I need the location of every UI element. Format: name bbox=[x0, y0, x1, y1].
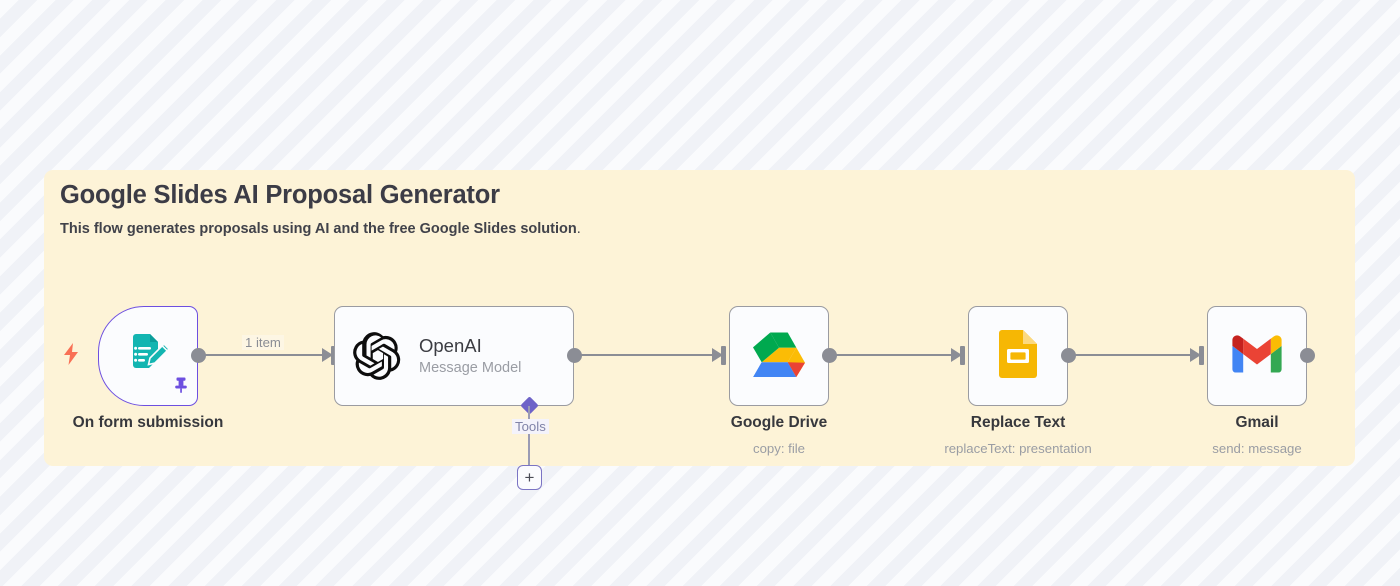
add-tool-button[interactable]: + bbox=[517, 465, 542, 490]
output-dot-openai[interactable] bbox=[567, 348, 582, 363]
node-subcaption-google-drive: copy: file bbox=[752, 441, 806, 456]
node-on-form-submission[interactable] bbox=[98, 306, 198, 406]
input-bar-gmail bbox=[1199, 346, 1204, 365]
output-dot-replace-text[interactable] bbox=[1061, 348, 1076, 363]
node-subcaption-replace-text: replaceText: presentation bbox=[944, 441, 1092, 456]
arrow-head-gmail-input bbox=[1190, 348, 1201, 362]
arrow-head-replace-text-input bbox=[951, 348, 962, 362]
google-slides-logo-icon bbox=[999, 329, 1037, 383]
node-openai-title: OpenAI bbox=[419, 335, 482, 357]
connector-replace-text-to-gmail bbox=[1074, 354, 1192, 357]
connector-trigger-to-openai bbox=[204, 354, 324, 357]
node-openai[interactable]: OpenAI Message Model bbox=[334, 306, 574, 406]
sticky-note-title: Google Slides AI Proposal Generator bbox=[60, 181, 500, 209]
node-caption-on-form-submission: On form submission bbox=[72, 414, 224, 431]
sticky-note-subtitle: This flow generates proposals using AI a… bbox=[60, 221, 581, 237]
node-gmail[interactable] bbox=[1207, 306, 1307, 406]
node-caption-gmail: Gmail bbox=[1235, 414, 1279, 431]
node-caption-google-drive: Google Drive bbox=[730, 414, 828, 431]
openai-logo-icon bbox=[353, 332, 401, 380]
arrow-head-drive-input bbox=[712, 348, 723, 362]
form-edit-icon bbox=[124, 330, 172, 383]
arrow-head-openai-input bbox=[322, 348, 333, 362]
input-bar-openai bbox=[331, 346, 336, 365]
node-replace-text[interactable] bbox=[968, 306, 1068, 406]
connector-openai-to-drive bbox=[580, 354, 714, 357]
output-dot-gmail[interactable] bbox=[1300, 348, 1315, 363]
input-bar-replace-text bbox=[960, 346, 965, 365]
input-bar-drive bbox=[721, 346, 726, 365]
node-subcaption-gmail: send: message bbox=[1212, 441, 1302, 456]
node-google-drive[interactable] bbox=[729, 306, 829, 406]
gmail-logo-icon bbox=[1232, 334, 1282, 378]
connector-drive-to-replace-text bbox=[835, 354, 953, 357]
node-caption-replace-text: Replace Text bbox=[970, 414, 1066, 431]
connector-label-1-item: 1 item bbox=[242, 335, 284, 350]
node-openai-text: OpenAI Message Model bbox=[419, 334, 521, 378]
output-dot-google-drive[interactable] bbox=[822, 348, 837, 363]
sticky-note-panel[interactable]: Google Slides AI Proposal Generator This… bbox=[44, 170, 1355, 466]
output-dot-trigger[interactable] bbox=[191, 348, 206, 363]
google-drive-logo-icon bbox=[753, 331, 805, 382]
tools-connector-label: Tools bbox=[512, 419, 549, 434]
pin-icon[interactable] bbox=[173, 376, 189, 399]
sticky-note-subtitle-text: This flow generates proposals using AI a… bbox=[60, 221, 577, 237]
sticky-note-subtitle-period: . bbox=[576, 221, 581, 237]
lightning-bolt-icon bbox=[62, 343, 80, 370]
tools-connector-line bbox=[528, 406, 531, 468]
node-openai-subtitle: Message Model bbox=[419, 360, 522, 377]
